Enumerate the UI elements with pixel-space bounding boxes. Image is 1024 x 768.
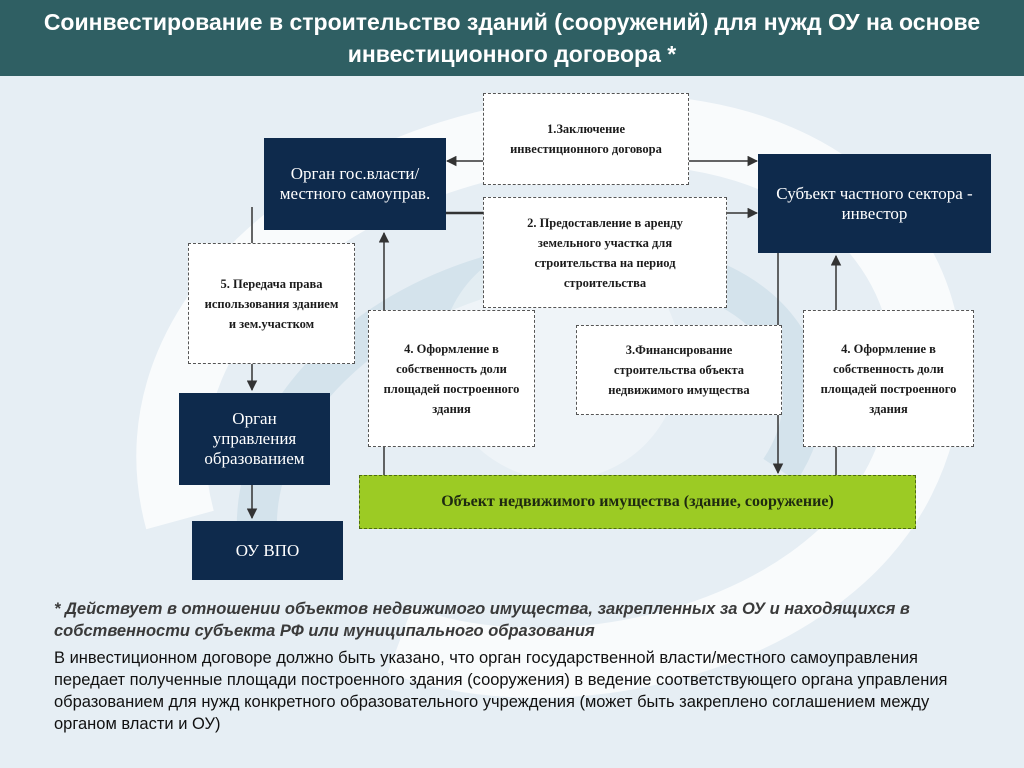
object-box: Объект недвижимого имущества (здание, со… <box>359 475 916 529</box>
investor-box: Субъект частного сектора - инвестор <box>758 154 991 253</box>
step4-left-box: 4. Оформление в собственность доли площа… <box>368 310 535 447</box>
step2-box: 2. Предоставление в аренду земельного уч… <box>483 197 727 308</box>
page-title: Соинвестирование в строительство зданий … <box>0 0 1024 76</box>
step4-right-label: 4. Оформление в собственность доли площа… <box>820 341 957 416</box>
step4-left-label: 4. Оформление в собственность доли площа… <box>383 341 520 416</box>
step4-right-box: 4. Оформление в собственность доли площа… <box>803 310 974 447</box>
organ-vlasti-label: Орган гос.власти/местного самоуправ. <box>279 164 431 203</box>
organ-upravleniya-label: Орган управления образованием <box>204 409 305 468</box>
step3-label: 3.Финансирование строительства объекта н… <box>608 343 750 397</box>
organ-vlasti-box: Орган гос.власти/местного самоуправ. <box>264 138 446 230</box>
ou-vpo-box: ОУ ВПО <box>192 521 343 580</box>
explanation-text: В инвестиционном договоре должно быть ук… <box>54 649 948 733</box>
step3-box: 3.Финансирование строительства объекта н… <box>576 325 782 415</box>
step5-box: 5. Передача права использования зданием … <box>188 243 355 364</box>
organ-upravleniya-box: Орган управления образованием <box>179 393 330 485</box>
investor-label: Субъект частного сектора - инвестор <box>776 183 973 223</box>
step5-label: 5. Передача права использования зданием … <box>204 276 339 331</box>
object-label: Объект недвижимого имущества (здание, со… <box>441 493 834 510</box>
ou-vpo-label: ОУ ВПО <box>235 540 300 560</box>
step1-label: 1.Заключение инвестиционного договора <box>510 122 662 156</box>
step1-box: 1.Заключение инвестиционного договора <box>483 93 689 185</box>
step2-label: 2. Предоставление в аренду земельного уч… <box>527 215 683 290</box>
footnote: * Действует в отношении объектов недвижи… <box>54 600 910 640</box>
